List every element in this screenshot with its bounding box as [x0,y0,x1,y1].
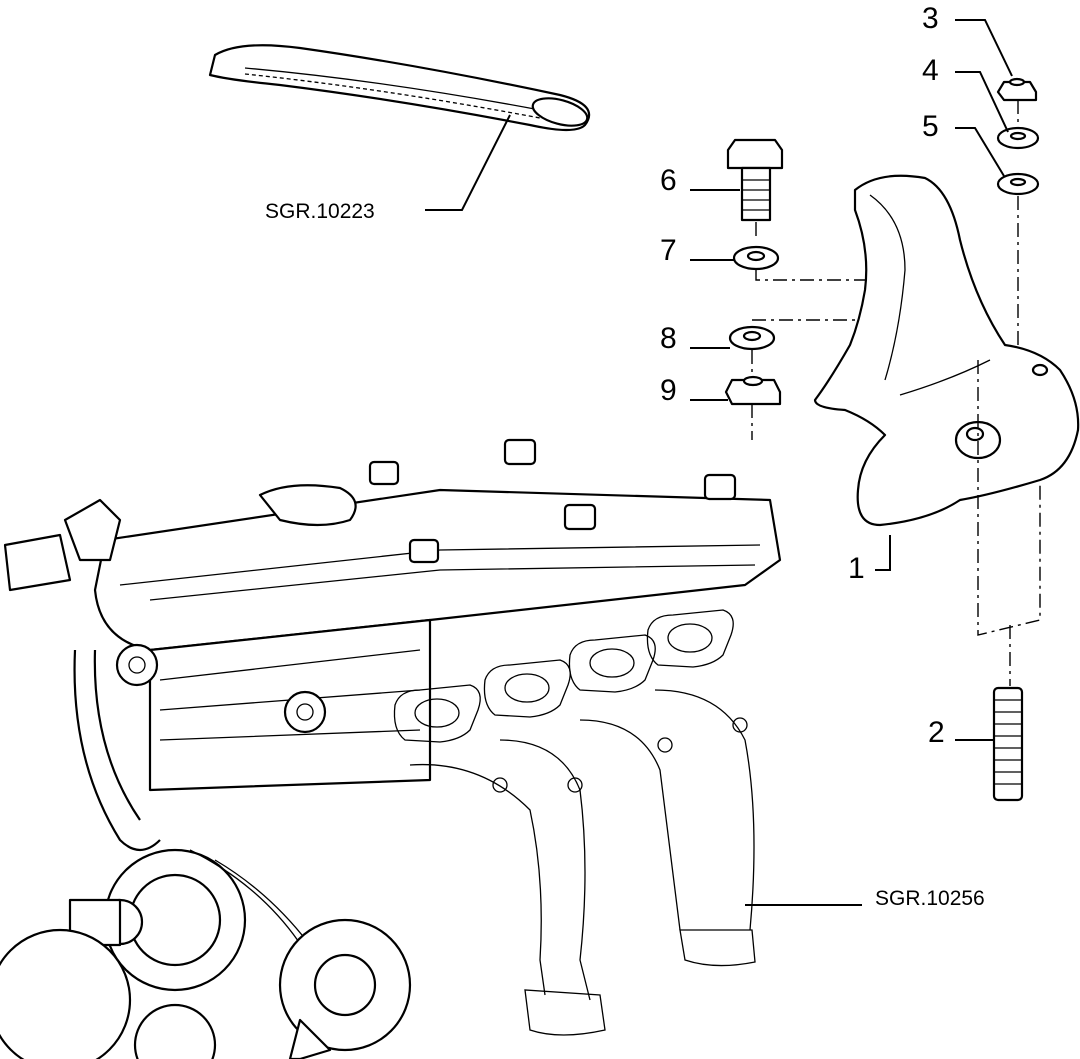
stud-2 [992,686,1024,802]
ref-label-hose: SGR.10223 [265,200,375,223]
washer-4 [996,126,1040,150]
callout-1: 1 [848,552,865,585]
leader-5 [955,127,1005,177]
callout-9: 9 [660,374,677,407]
callout-3: 3 [922,2,939,35]
heat-shield-hose [208,44,591,132]
callout-6: 6 [660,164,677,197]
callout-2: 2 [928,716,945,749]
callout-7: 7 [660,234,677,267]
leader-4 [955,71,1009,133]
ref-label-manifold: SGR.10256 [875,887,985,910]
heat-shield-bracket [813,174,1080,527]
washer-8 [728,325,776,351]
callout-5: 5 [922,110,939,143]
leader-3 [955,19,1013,77]
engine-block [3,438,782,792]
washer-7 [732,245,780,271]
leader-1 [875,535,891,571]
callout-4: 4 [922,54,939,87]
exhaust-manifold [393,609,756,1036]
bolt-6 [726,138,784,222]
nut-3 [996,77,1038,102]
callout-8: 8 [660,322,677,355]
nut-9 [724,375,782,406]
washer-5 [996,172,1040,196]
pulley-assembly [0,649,412,1059]
leader-hose [425,114,511,211]
